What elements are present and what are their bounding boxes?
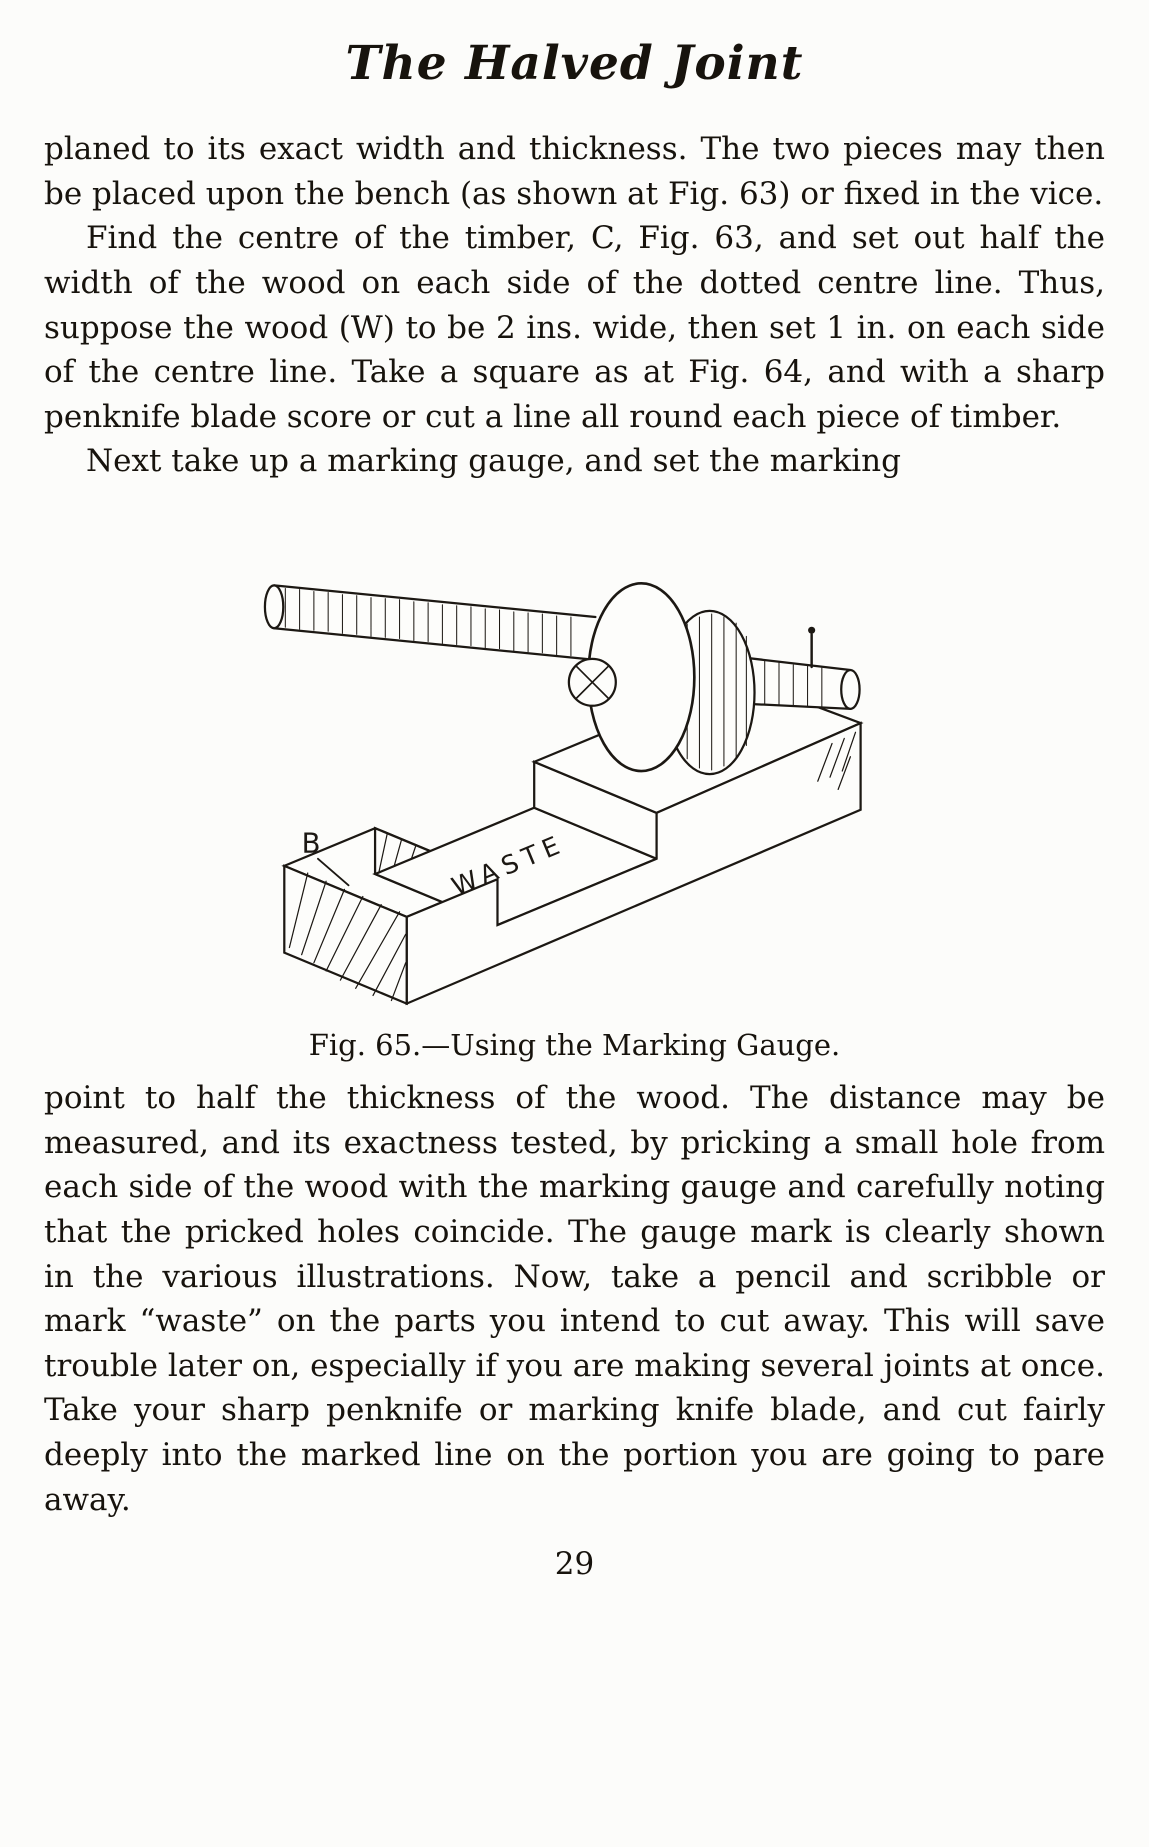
figure-caption: Fig. 65.—Using the Marking Gauge. bbox=[308, 1028, 841, 1062]
b-leader-line bbox=[316, 857, 349, 887]
page-number: 29 bbox=[554, 1546, 595, 1583]
marking-gauge-illustration: WASTE B bbox=[263, 582, 864, 1006]
paragraph-1: planed to its exact width and thickness.… bbox=[44, 131, 1105, 212]
b-label: B bbox=[301, 828, 320, 860]
marking-gauge bbox=[263, 582, 861, 776]
timber-beam bbox=[280, 675, 864, 1006]
paragraph-3: Next take up a marking gauge, and set th… bbox=[86, 443, 901, 480]
right-endgrain-hatch bbox=[816, 731, 856, 791]
thumbscrew-cross bbox=[574, 665, 609, 700]
cylinder-hatch bbox=[763, 660, 822, 709]
stem-hatch bbox=[284, 587, 571, 657]
figure-marking-gauge: WASTE B bbox=[44, 514, 1105, 1062]
paragraph-4: point to half the thickness of the wood.… bbox=[44, 1080, 1105, 1518]
paragraph-2: Find the centre of the timber, C, Fig. 6… bbox=[44, 220, 1105, 435]
b-label-group: B bbox=[301, 828, 349, 887]
left-endgrain-hatch bbox=[288, 872, 406, 1002]
page-title: The Halved Joint bbox=[345, 36, 804, 91]
